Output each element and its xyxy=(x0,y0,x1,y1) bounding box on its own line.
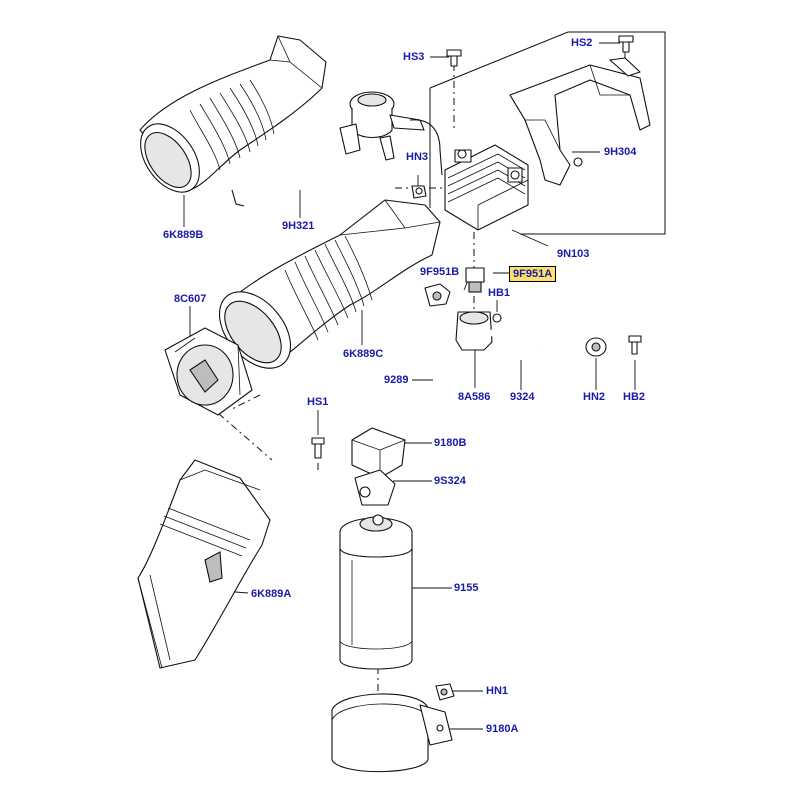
nut-hn3 xyxy=(411,185,427,199)
callout-8a586[interactable]: 8A586 xyxy=(458,391,491,403)
callout-9155[interactable]: 9155 xyxy=(454,582,479,594)
bracket-9h304 xyxy=(509,57,651,186)
callout-9180b[interactable]: 9180B xyxy=(434,437,467,449)
callout-9f951b[interactable]: 9F951B xyxy=(420,266,460,278)
valve-8a586 xyxy=(423,310,541,404)
bracket-9180b xyxy=(351,427,406,479)
callout-hn1[interactable]: HN1 xyxy=(486,685,509,697)
callout-9f951a[interactable]: 9F951A xyxy=(509,266,557,282)
callout-6k889b[interactable]: 6K889B xyxy=(163,229,204,241)
clamp-9180a xyxy=(331,693,453,773)
shroud-8c607 xyxy=(164,327,253,416)
oil-cooler-9n103 xyxy=(444,144,529,231)
callout-hb2[interactable]: HB2 xyxy=(623,391,646,403)
leader-lines xyxy=(183,42,636,730)
callout-9s324[interactable]: 9S324 xyxy=(434,475,466,487)
bolt-hb2 xyxy=(628,335,642,355)
callout-8c607[interactable]: 8C607 xyxy=(174,293,207,305)
callout-9180a[interactable]: 9180A xyxy=(486,723,519,735)
callout-9h321[interactable]: 9H321 xyxy=(282,220,315,232)
callout-9h304[interactable]: 9H304 xyxy=(604,146,637,158)
bolt-hs3 xyxy=(446,49,462,67)
duct-6k889a xyxy=(137,459,271,669)
bolt-hs2 xyxy=(618,35,634,53)
valve-assembly xyxy=(339,91,443,176)
callout-hb1[interactable]: HB1 xyxy=(488,287,511,299)
callout-hn2[interactable]: HN2 xyxy=(583,391,606,403)
callout-hn3[interactable]: HN3 xyxy=(406,151,429,163)
callout-hs1[interactable]: HS1 xyxy=(307,396,329,408)
bolt-hs1 xyxy=(311,437,325,459)
nut-hn1 xyxy=(435,683,455,701)
callout-9n103[interactable]: 9N103 xyxy=(557,248,590,260)
callout-9289[interactable]: 9289 xyxy=(384,374,409,386)
sensor-9f951a xyxy=(465,267,485,293)
sensor-9f951b xyxy=(424,283,451,307)
callout-6k889c[interactable]: 6K889C xyxy=(343,348,384,360)
hose-9h321 xyxy=(230,127,352,207)
callout-6k889a[interactable]: 6K889A xyxy=(251,588,292,600)
nut-hn2 xyxy=(585,337,607,357)
filter-9155 xyxy=(339,514,413,670)
mount-9s324 xyxy=(354,469,396,506)
duct-6k889b xyxy=(139,35,327,193)
callout-hs2[interactable]: HS2 xyxy=(571,37,593,49)
callout-9324[interactable]: 9324 xyxy=(510,391,535,403)
9n103-outline xyxy=(429,31,666,235)
callout-hs3[interactable]: HS3 xyxy=(403,51,425,63)
